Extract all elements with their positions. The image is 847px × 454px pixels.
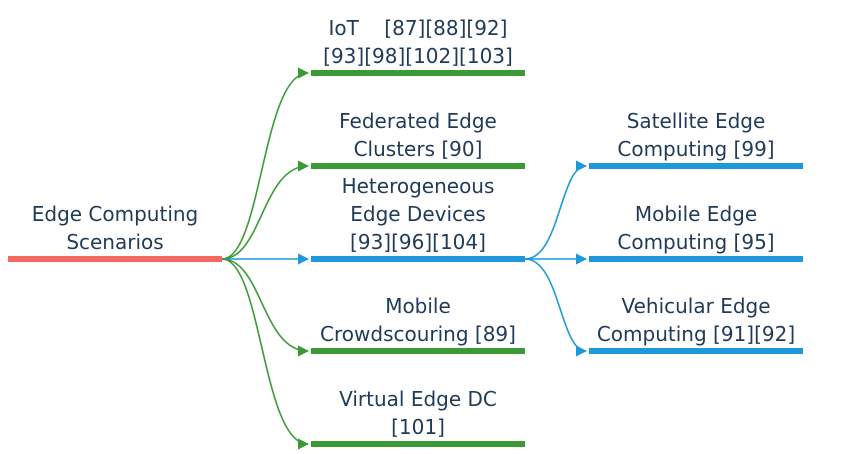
- sub-branch-vehicular-line1: Vehicular Edge: [621, 294, 771, 318]
- connector-satellite: [524, 160, 588, 260]
- branch-virtual-dc-line2: [101]: [391, 415, 445, 439]
- branch-virtual-dc-label: Virtual Edge DC [101]: [311, 385, 525, 441]
- sub-branch-satellite-line1: Satellite Edge: [626, 109, 766, 133]
- sub-branch-mobile-edge-line1: Mobile Edge: [634, 202, 758, 226]
- sub-branch-vehicular-label: Vehicular Edge Computing [91][92]: [589, 292, 803, 348]
- connector-iot: [221, 67, 310, 260]
- branch-heterogeneous-label: Heterogeneous Edge Devices [93][96][104]: [311, 172, 525, 256]
- branch-crowdsourcing-label: Mobile Crowdscouring [89]: [311, 292, 525, 348]
- branch-heterogeneous-line1: Heterogeneous: [341, 174, 495, 198]
- branch-federated-line2: Clusters [90]: [353, 137, 483, 161]
- branch-federated-label: Federated Edge Clusters [90]: [311, 107, 525, 163]
- sub-branch-mobile-edge-line2: Computing [95]: [617, 230, 775, 254]
- connector-crowdsourcing: [221, 258, 310, 357]
- branch-heterogeneous-line2: Edge Devices: [350, 202, 486, 226]
- branch-federated-line1: Federated Edge: [339, 109, 497, 133]
- root-node-label: Edge Computing Scenarios: [8, 200, 222, 256]
- sub-branch-vehicular-line2: Computing [91][92]: [596, 322, 796, 346]
- connector-federated: [221, 160, 310, 260]
- sub-branch-satellite-line2: Computing [99]: [617, 137, 775, 161]
- connector-vehicular: [524, 258, 588, 357]
- sub-branch-mobile-edge-label: Mobile Edge Computing [95]: [589, 200, 803, 256]
- connector-virtual-dc: [221, 258, 310, 450]
- branch-iot-line1: IoT [87][88][92]: [328, 16, 508, 40]
- branch-virtual-dc-line1: Virtual Edge DC: [339, 387, 497, 411]
- branch-crowdsourcing-line2: Crowdscouring [89]: [320, 322, 516, 346]
- branch-iot-label: IoT [87][88][92] [93][98][102][103]: [311, 14, 525, 70]
- branch-iot-line2: [93][98][102][103]: [323, 44, 513, 68]
- branch-heterogeneous-line3: [93][96][104]: [350, 230, 486, 254]
- sub-branch-satellite-label: Satellite Edge Computing [99]: [589, 107, 803, 163]
- branch-crowdsourcing-line1: Mobile: [385, 294, 451, 318]
- root-label-line2: Scenarios: [66, 230, 164, 254]
- root-label-line1: Edge Computing: [31, 202, 199, 226]
